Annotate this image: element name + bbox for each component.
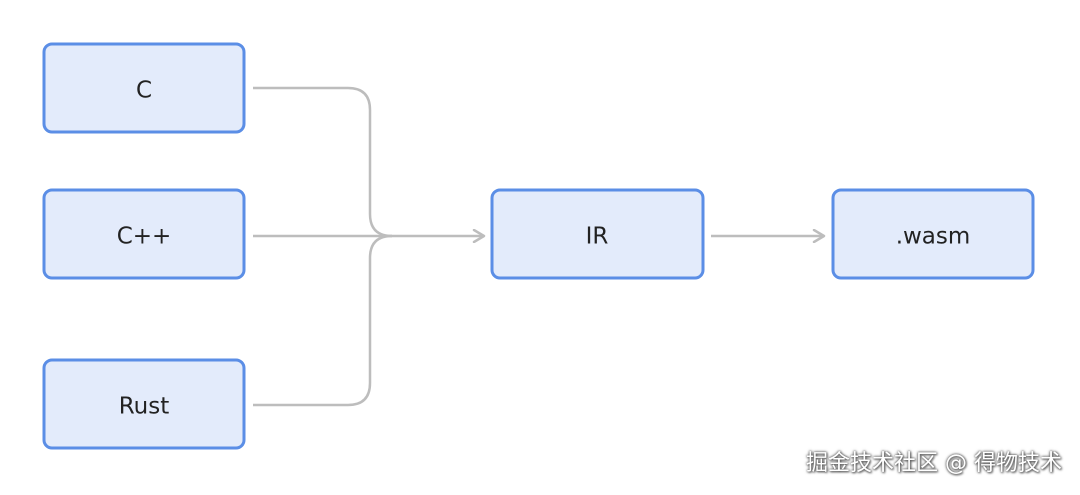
node-wasm: .wasm — [831, 188, 1035, 280]
node-cpp: C++ — [42, 188, 246, 280]
node-rust: Rust — [42, 358, 246, 450]
node-wasm-label: .wasm — [896, 224, 971, 250]
edge-rust-to-ir — [253, 234, 393, 407]
node-c-label: C — [136, 78, 152, 104]
node-ir: IR — [490, 188, 705, 280]
node-rust-label: Rust — [119, 394, 170, 420]
watermark: 掘金技术社区 @ 得物技术 — [806, 451, 1062, 476]
node-c: C — [42, 42, 246, 134]
node-ir-label: IR — [586, 224, 609, 250]
edge-c-to-ir — [253, 86, 393, 238]
node-cpp-label: C++ — [117, 224, 172, 250]
